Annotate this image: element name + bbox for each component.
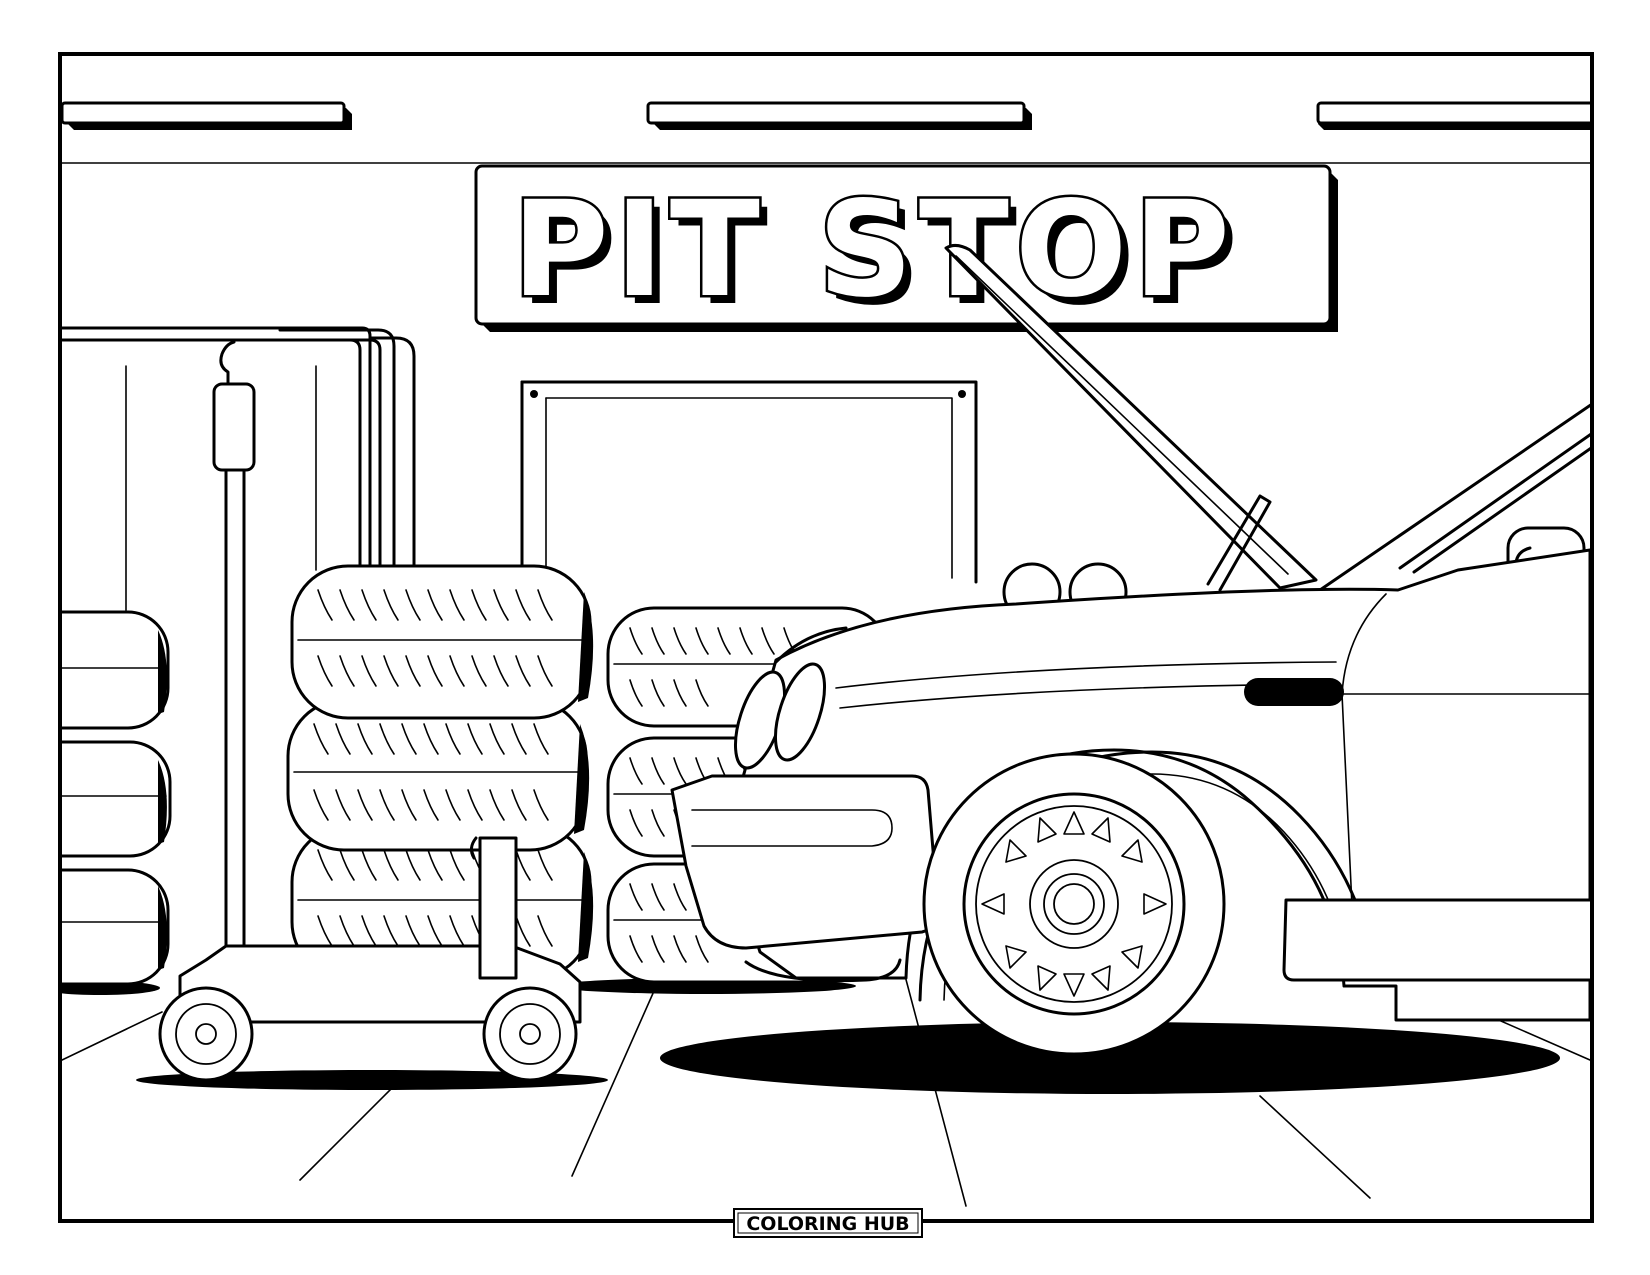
sign-title: PIT STOP: [512, 173, 1236, 327]
wheel-spokes: [981, 811, 1167, 997]
wall-cabinet: [62, 326, 416, 611]
tire-stack-center: [286, 564, 594, 980]
brand-label: COLORING HUB: [746, 1213, 909, 1235]
ceiling-lights: [62, 101, 1590, 130]
car: [670, 243, 1590, 1056]
tire-stack-left: [62, 610, 172, 986]
pit-stop-sign: PIT STOP PIT STOP: [474, 164, 1338, 335]
floor-jack: [158, 340, 582, 1082]
car-bumper: [670, 774, 940, 950]
brand-badge: COLORING HUB: [733, 1208, 923, 1238]
sign-text-shadow: PIT STOP: [520, 181, 1244, 335]
